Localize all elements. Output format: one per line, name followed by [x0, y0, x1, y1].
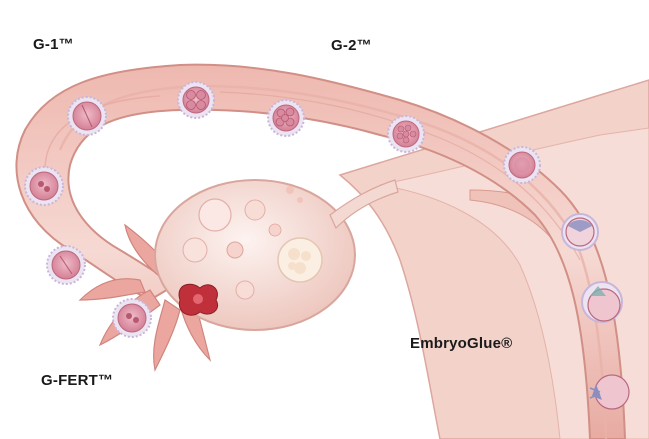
hatching-blastocyst-icon — [582, 282, 622, 322]
corpus-luteum-icon — [278, 238, 322, 282]
morula-icon — [504, 147, 540, 183]
label-embryoglue: EmbryoGlue® — [410, 335, 512, 352]
zygote-icon — [113, 299, 151, 337]
label-g2: G-2™ — [331, 37, 372, 54]
label-g-fert: G-FERT™ — [41, 372, 113, 389]
blastocyst-icon — [562, 214, 598, 250]
two-cell-embryo-icon — [68, 97, 106, 135]
label-g1: G-1™ — [33, 36, 74, 53]
four-cell-embryo-icon — [268, 100, 304, 136]
two-cell-embryo-icon — [47, 246, 85, 284]
zygote-icon — [25, 167, 63, 205]
four-cell-embryo-icon — [178, 82, 214, 118]
ovulated-oocyte-icon — [179, 284, 218, 315]
morula-icon — [388, 116, 424, 152]
